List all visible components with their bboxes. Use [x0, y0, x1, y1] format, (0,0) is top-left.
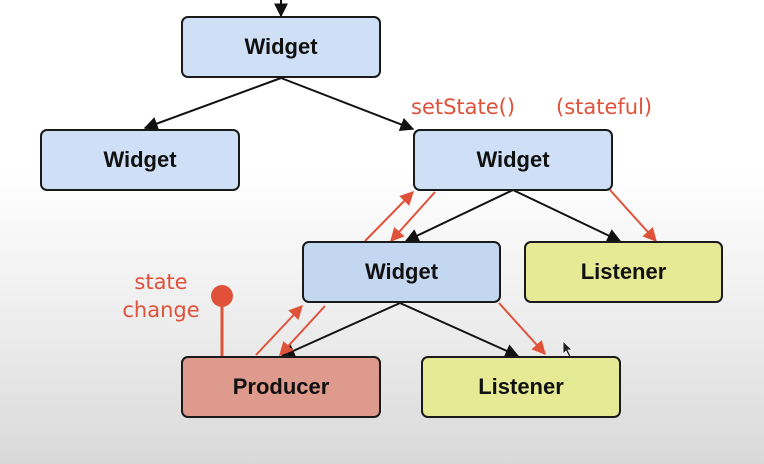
stateful-widget-label: Widget [476, 147, 550, 172]
left-widget-label: Widget [103, 147, 177, 172]
state-change-line2: change [122, 298, 200, 322]
edge-mid-to-bottom-listener [399, 302, 520, 358]
state-change-dot [211, 285, 233, 307]
top-listener-label: Listener [580, 259, 667, 284]
mouse-cursor-icon [562, 340, 573, 358]
root-widget-node[interactable]: Widget [181, 16, 381, 78]
state-down-mid-to-producer [279, 305, 326, 357]
top-listener-node[interactable]: Listener [524, 241, 723, 303]
bottom-listener-label: Listener [478, 374, 564, 399]
bottom-listener-node[interactable]: Listener [421, 356, 621, 418]
notify-stateful-to-top-listener [609, 189, 657, 243]
notify-mid-to-bottom-listener [498, 302, 546, 356]
set-state-annotation: setState() [411, 95, 516, 119]
state-up-mid-to-stateful [364, 190, 414, 242]
mid-widget-label: Widget [364, 259, 439, 284]
state-down-stateful-to-mid [390, 191, 436, 243]
stateful-widget-node[interactable]: Widget [413, 129, 613, 191]
producer-label: Producer [232, 374, 330, 399]
state-up-producer-to-mid [255, 304, 303, 356]
edge-root-to-left-widget [143, 77, 282, 131]
state-change-line1: state [134, 270, 188, 294]
edge-mid-to-producer [280, 302, 401, 358]
edge-root-to-stateful-widget [280, 77, 415, 131]
edge-stateful-to-top-listener [512, 189, 622, 242]
root-widget-label: Widget [244, 34, 318, 59]
state-change-annotation: state change [118, 268, 204, 324]
stateful-annotation: (stateful) [556, 95, 653, 119]
left-widget-node[interactable]: Widget [40, 129, 240, 191]
mid-widget-node[interactable]: Widget [302, 241, 501, 303]
producer-node[interactable]: Producer [181, 356, 381, 418]
edge-stateful-to-mid-widget [404, 189, 514, 242]
